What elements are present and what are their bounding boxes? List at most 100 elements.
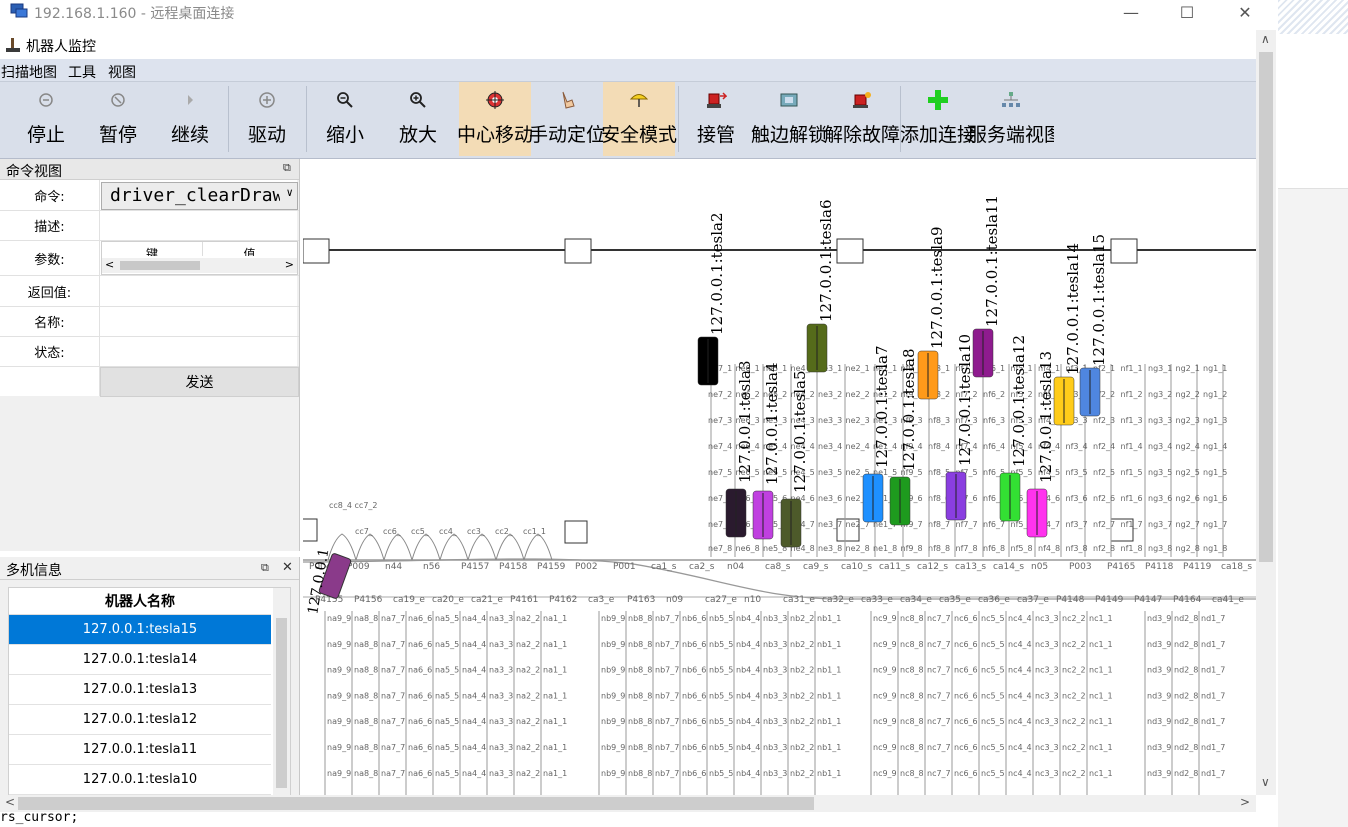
close-icon[interactable]: ✕ xyxy=(282,560,293,575)
map-node-label: na3_3 xyxy=(489,717,513,726)
continue-button[interactable]: 继续 xyxy=(154,82,226,156)
map-node-label: nb5_5 xyxy=(709,769,733,778)
map-node-label: na4_4 xyxy=(462,640,486,649)
map-node-label: ne2_8 xyxy=(846,544,870,553)
map-node-label: nb6_6 xyxy=(682,691,706,700)
menu-tools[interactable]: 工具 xyxy=(68,65,96,81)
map-node-label: na5_5 xyxy=(435,717,459,726)
status-row: 状态: xyxy=(0,337,299,367)
robot-list-item[interactable]: 127.0.0.1:tesla13 xyxy=(9,675,271,705)
map-node-label: nc1_1 xyxy=(1089,614,1113,623)
horizontal-scroll-thumb[interactable] xyxy=(18,797,814,810)
robot-list-item[interactable]: 127.0.0.1:tesla12 xyxy=(9,705,271,735)
scroll-left-icon[interactable]: < xyxy=(5,795,16,809)
send-button[interactable]: 发送 xyxy=(100,367,299,397)
map-node-label: cc4_ xyxy=(439,527,458,536)
map-node-label: nf5_3 xyxy=(1011,416,1033,425)
map-node-label: na6_6 xyxy=(408,666,432,675)
zoom-out-icon xyxy=(337,92,353,108)
command-select[interactable]: driver_clearDraw ∨ xyxy=(101,182,298,210)
map-node-label: nf5_6 xyxy=(1011,494,1033,503)
multi-panel-header: 多机信息 ⧉ ✕ xyxy=(0,557,299,580)
robot-label: 127.0.0.1:tesla12 xyxy=(1010,335,1028,467)
map-node-label: nf4_1 xyxy=(1038,364,1060,373)
center-move-button[interactable]: 中心移动 xyxy=(457,82,533,156)
vertical-scrollbar[interactable]: ∧ ∨ xyxy=(1256,30,1276,795)
minimize-button[interactable]: — xyxy=(1123,2,1139,22)
map-node-label: nf7_8 xyxy=(956,544,978,553)
robot-label: 127.0.0.1:tesla5 xyxy=(791,370,809,493)
takeover-button[interactable]: 接管 xyxy=(680,82,752,156)
map-node-label: nb5_5 xyxy=(709,614,733,623)
zoom-in-button[interactable]: 放大 xyxy=(382,82,454,156)
description-field[interactable] xyxy=(100,211,297,240)
robot-label: 127.0.0.1:tesla10 xyxy=(956,334,974,466)
manual-locate-button[interactable]: 手动定位 xyxy=(529,82,605,156)
scroll-down-icon[interactable]: ∨ xyxy=(1261,775,1270,789)
map-node-label: nf8_2 xyxy=(928,390,950,399)
add-connection-button[interactable]: 添加连接 xyxy=(900,82,976,156)
map-node-label: nf2_1 xyxy=(1093,364,1115,373)
stop-button[interactable]: 停止 xyxy=(10,82,82,156)
drive-button[interactable]: 驱动 xyxy=(230,82,304,156)
map-node-label: nb4_4 xyxy=(736,614,760,623)
map-node-label: ng1_6 xyxy=(1203,494,1227,503)
command-select-value: driver_clearDraw xyxy=(110,185,280,206)
map-node-label: nb9_9 xyxy=(601,691,625,700)
map-node-label: nb2_2 xyxy=(790,743,814,752)
map-node-label: nc6_6 xyxy=(954,666,978,675)
map-node-label: nd2_8 xyxy=(1174,691,1198,700)
float-icon[interactable]: ⧉ xyxy=(261,561,269,574)
name-label: 名称: xyxy=(0,307,100,336)
float-icon[interactable]: ⧉ xyxy=(283,161,291,174)
map-node-label: ng2_4 xyxy=(1176,442,1200,451)
map-road-label: ca10_s xyxy=(841,562,872,572)
map-node-label: nf8_6 xyxy=(928,494,950,503)
map-node-label: nc1_1 xyxy=(1089,769,1113,778)
map-node-label: nb2_2 xyxy=(790,614,814,623)
server-view-button[interactable]: 服务端视图 xyxy=(968,82,1054,156)
robot-list-scrollbar[interactable] xyxy=(273,588,290,798)
edge-unlock-button[interactable]: 触边解锁 xyxy=(751,82,827,156)
horizontal-scrollbar[interactable]: < > xyxy=(0,795,1256,812)
map-node-label: nf7_3 xyxy=(956,416,978,425)
pause-button[interactable]: 暂停 xyxy=(82,82,154,156)
map-node-label: nb1_1 xyxy=(817,691,841,700)
params-table[interactable]: 键 值 < > xyxy=(101,241,298,275)
scroll-right-icon[interactable]: > xyxy=(1240,795,1251,809)
clear-fault-button[interactable]: 解除故障 xyxy=(824,82,900,156)
map-node-label: cc3_ xyxy=(467,527,486,536)
map-station xyxy=(836,518,860,542)
map-node-label: nb9_9 xyxy=(601,640,625,649)
map-node-label: ne4_8 xyxy=(791,544,815,553)
params-hscrollbar[interactable]: < > xyxy=(102,258,297,273)
map-node-label: nc4_4 xyxy=(1008,717,1032,726)
robot-list-item[interactable]: 127.0.0.1:tesla10 xyxy=(9,765,271,795)
map-node-label: ne5_4 xyxy=(763,442,787,451)
map-node-label: nd1_7 xyxy=(1201,691,1225,700)
map-node-label: ng3_6 xyxy=(1148,494,1172,503)
zoom-out-button[interactable]: 缩小 xyxy=(308,82,382,156)
map-road-label: ca9_s xyxy=(803,562,829,572)
menu-scan-map[interactable]: 扫描地图 xyxy=(1,65,57,81)
safe-mode-button[interactable]: 安全模式 xyxy=(601,82,677,156)
close-button[interactable]: ✕ xyxy=(1238,2,1252,22)
maximize-button[interactable]: ☐ xyxy=(1179,2,1195,22)
map-node-label: nc5_5 xyxy=(981,614,1005,623)
map-node-label: ne2_6 xyxy=(846,494,870,503)
menu-view[interactable]: 视图 xyxy=(108,65,136,81)
vertical-scroll-thumb[interactable] xyxy=(1259,52,1273,562)
map-node-label: nb9_9 xyxy=(601,769,625,778)
robot-list-item[interactable]: 127.0.0.1:tesla15 xyxy=(9,615,271,645)
map-node-label: cc7_ xyxy=(355,527,374,536)
map-node-label: nb7_7 xyxy=(655,614,679,623)
map-road-label: ca14_s xyxy=(993,562,1024,572)
map-node-label: ne5_7 xyxy=(763,520,787,529)
robot-list-item[interactable]: 127.0.0.1:tesla11 xyxy=(9,735,271,765)
map-node-label: nb8_8 xyxy=(628,691,652,700)
map-node-label: nb3_3 xyxy=(763,691,787,700)
robot-list-item[interactable]: 127.0.0.1:tesla14 xyxy=(9,645,271,675)
scroll-up-icon[interactable]: ∧ xyxy=(1261,32,1270,46)
